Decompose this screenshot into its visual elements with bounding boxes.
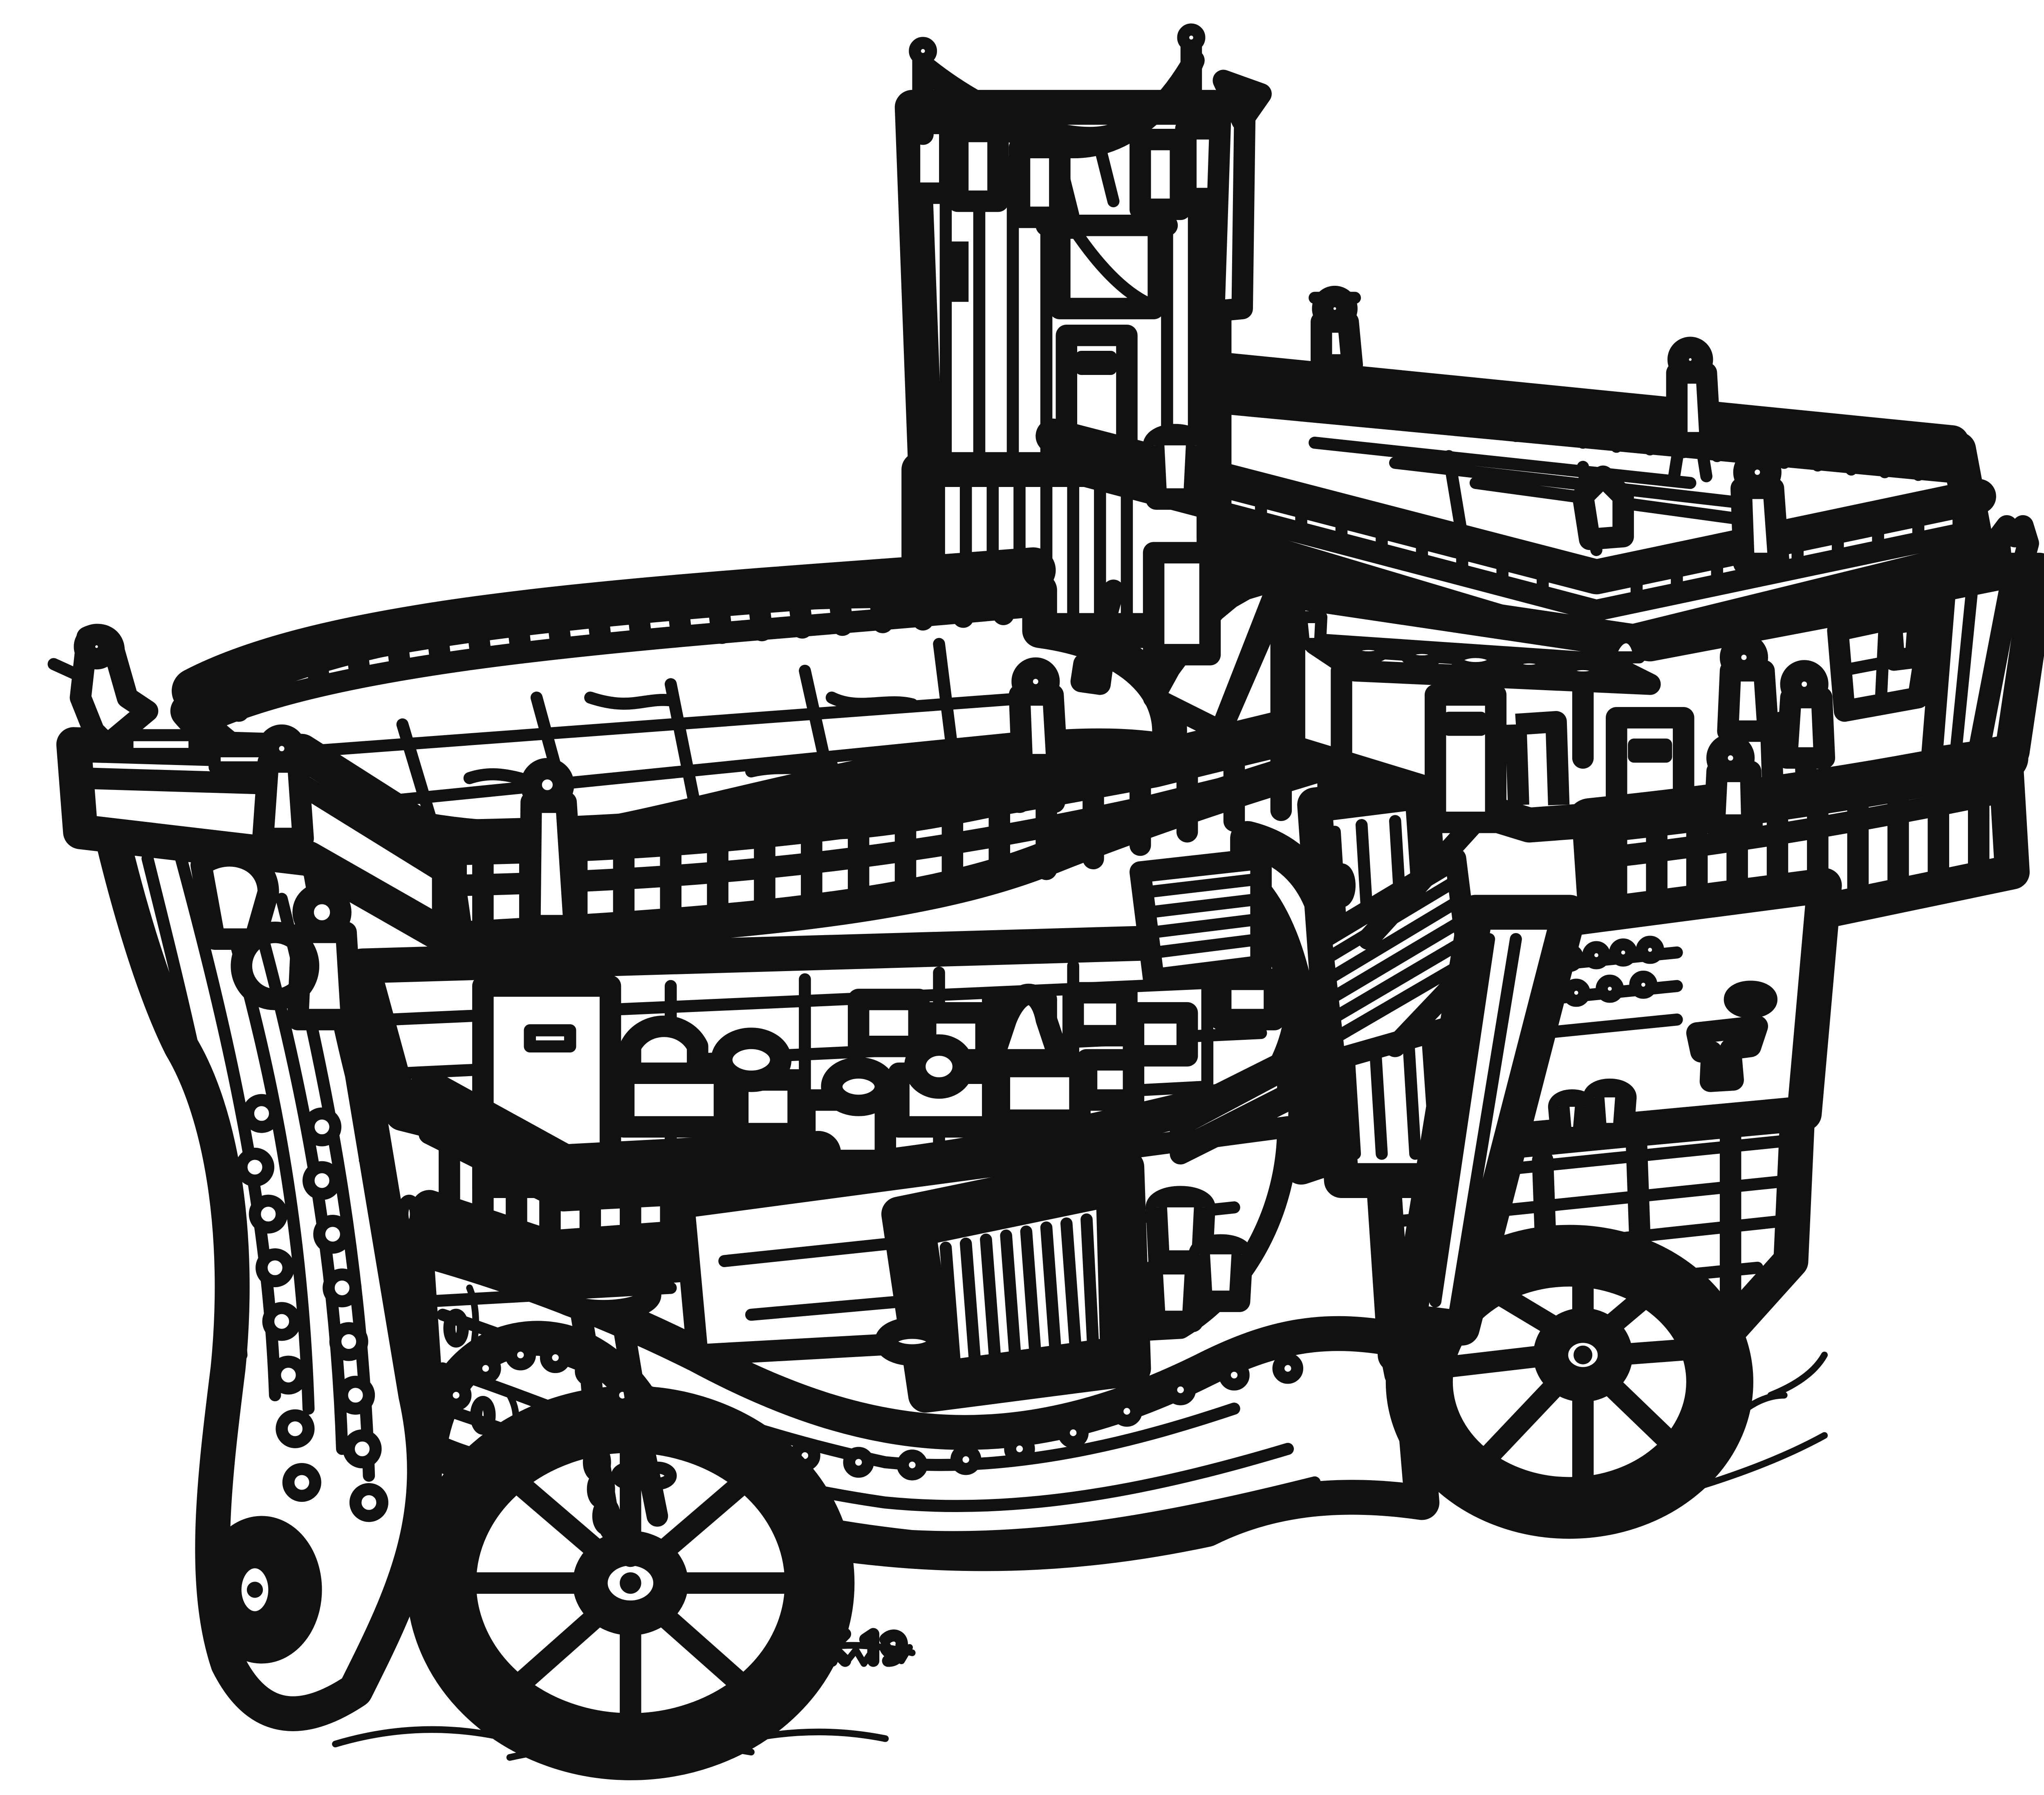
galley-barrels	[1548, 981, 1778, 1149]
hull-portholes-left	[235, 1094, 388, 1522]
figure-top-deck-guard	[1666, 337, 1721, 482]
chain-links	[583, 1443, 677, 1536]
figure-stern-cat	[1988, 515, 2039, 574]
figure-deck-walker	[1009, 657, 1068, 813]
artist-signature	[799, 1625, 908, 1667]
figure-bow-lookout	[252, 724, 314, 849]
hull-grain	[359, 1097, 520, 1446]
hold-stairs	[1170, 1049, 1299, 1165]
watchtower	[894, 23, 1272, 648]
forward-top-deck	[170, 547, 1187, 865]
hold-barrels	[874, 1186, 1253, 1366]
figure-top-deck-sailor	[1309, 285, 1363, 376]
figure-skeleton-rail	[501, 758, 596, 937]
figure-helmsman	[231, 882, 363, 1030]
forward-deck-back-rail-posts	[224, 569, 1014, 722]
wheel-arch-rivets	[440, 1340, 638, 1411]
upper-stairs	[1143, 542, 1299, 742]
galley-shelves	[1555, 936, 1664, 1007]
lantern	[1880, 600, 1929, 671]
figure-diners	[1703, 633, 1836, 836]
table-dishes	[1295, 611, 1645, 684]
bow-hub	[201, 1516, 322, 1664]
lower-hold	[673, 1049, 1299, 1413]
rear-wheel	[1385, 1225, 1753, 1539]
shovel	[1070, 579, 1124, 695]
figurehead-statue	[47, 624, 159, 756]
galley	[1391, 868, 1842, 1346]
cargo-crates	[613, 968, 1285, 1171]
dining-balcony-rail-posts	[1605, 752, 1990, 937]
figure-gargoyle	[190, 845, 279, 950]
figure-skeleton-top-deck	[1730, 448, 1790, 574]
dining-room	[1270, 552, 2044, 856]
figure-top-deck-fox	[1572, 465, 1634, 550]
